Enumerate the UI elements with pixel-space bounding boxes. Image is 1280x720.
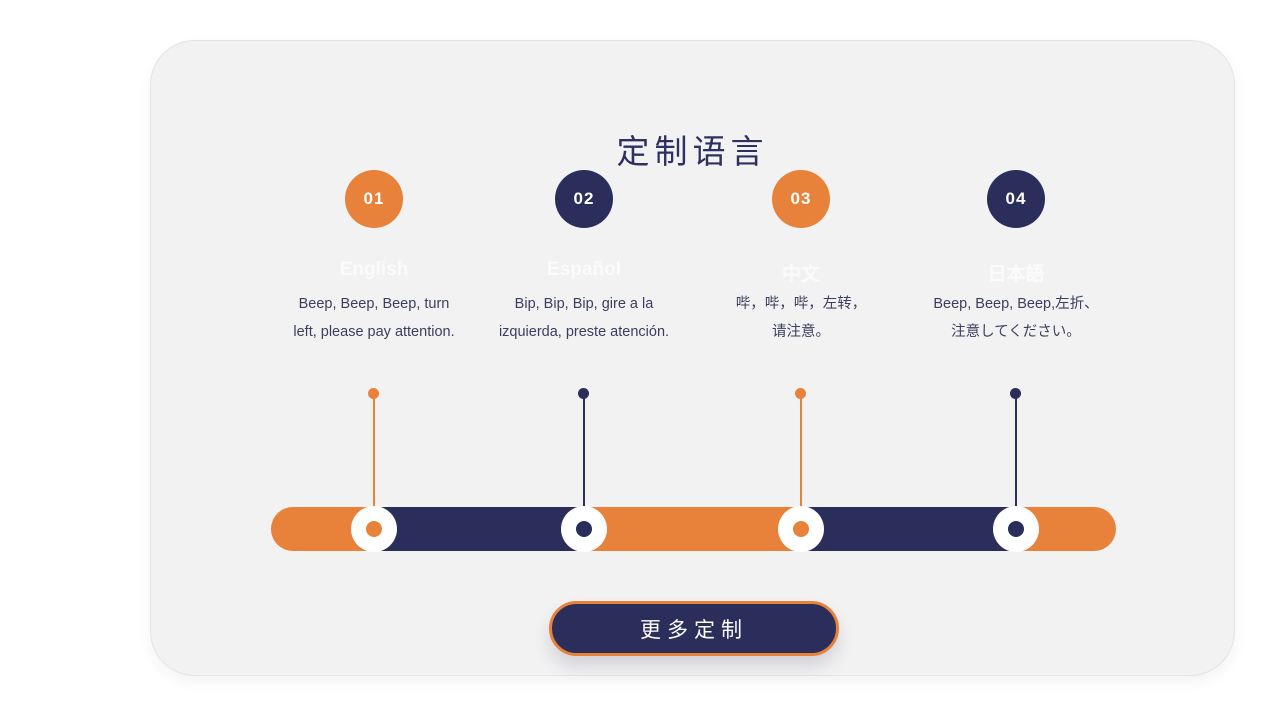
description-line: 注意してください。 bbox=[951, 323, 1081, 340]
timeline-navy-segment bbox=[801, 507, 1017, 551]
stem-top-dot bbox=[578, 388, 589, 399]
section-title: 定制语言 bbox=[616, 133, 769, 170]
step-description: Beep, Beep, Beep, turn left, please pay … bbox=[293, 291, 454, 346]
language-label: Español bbox=[547, 259, 621, 280]
description-line: 请注意。 bbox=[772, 323, 830, 340]
stem-top-dot bbox=[368, 388, 379, 399]
language-label: 日本語 bbox=[987, 264, 1045, 285]
step-number: 04 bbox=[1005, 189, 1027, 208]
step-number-badge: 04 bbox=[987, 170, 1045, 228]
step-number: 02 bbox=[573, 189, 595, 208]
description-line: 哔，哔，哔，左转， bbox=[735, 296, 867, 312]
step-column-japanese: 04 日本語 Beep, Beep, Beep,左折、 注意してください。 bbox=[906, 170, 1126, 346]
stem-top-dot bbox=[1010, 388, 1021, 399]
language-label: English bbox=[339, 259, 409, 280]
timeline-navy-segment bbox=[374, 507, 584, 551]
timeline-stem bbox=[583, 393, 585, 529]
step-column-spanish: 02 Español Bip, Bip, Bip, gire a la izqu… bbox=[474, 170, 694, 346]
description-line: izquierda, preste atención. bbox=[498, 323, 670, 340]
timeline-marker-dot bbox=[1008, 521, 1024, 537]
timeline-stem bbox=[1015, 393, 1017, 529]
step-number: 03 bbox=[790, 189, 812, 208]
step-column-english: 01 English Beep, Beep, Beep, turn left, … bbox=[264, 170, 484, 346]
step-column-chinese: 03 中文 哔，哔，哔，左转， 请注意。 bbox=[691, 170, 911, 346]
timeline-stem bbox=[800, 393, 802, 529]
description-line: Bip, Bip, Bip, gire a la bbox=[514, 296, 654, 312]
timeline-marker-dot bbox=[576, 521, 592, 537]
description-line: left, please pay attention. bbox=[293, 323, 455, 340]
timeline-marker-dot bbox=[366, 521, 382, 537]
step-description: Beep, Beep, Beep,左折、 注意してください。 bbox=[933, 291, 1098, 346]
step-number-badge: 03 bbox=[772, 170, 830, 228]
timeline-bar bbox=[271, 506, 1116, 552]
step-number-badge: 01 bbox=[345, 170, 403, 228]
language-label: 中文 bbox=[781, 264, 820, 285]
more-customization-button[interactable]: 更多定制 bbox=[549, 601, 839, 656]
timeline-marker-dot bbox=[793, 521, 809, 537]
timeline-stem bbox=[373, 393, 375, 529]
step-number: 01 bbox=[363, 189, 385, 208]
step-number-badge: 02 bbox=[555, 170, 613, 228]
step-description: Bip, Bip, Bip, gire a la izquierda, pres… bbox=[499, 291, 669, 346]
stem-top-dot bbox=[795, 388, 806, 399]
description-line: Beep, Beep, Beep, turn bbox=[298, 296, 450, 312]
language-customization-card: 定制语言 01 English Beep, Beep, Beep, turn l… bbox=[150, 40, 1235, 676]
description-line: Beep, Beep, Beep,左折、 bbox=[933, 296, 1099, 312]
step-description: 哔，哔，哔，左转， 请注意。 bbox=[736, 291, 867, 346]
